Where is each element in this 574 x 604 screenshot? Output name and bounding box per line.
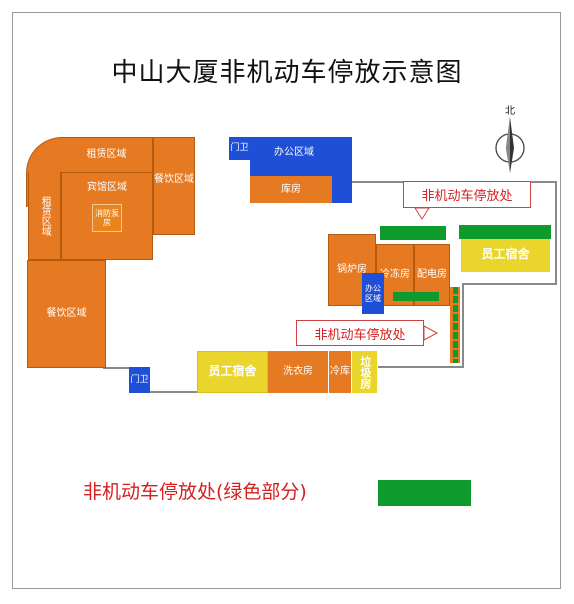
north-compass: 北	[490, 103, 530, 175]
wall-right-upper	[555, 181, 557, 285]
map-frame	[12, 12, 561, 589]
parking-callout-top: 非机动车停放处	[403, 181, 531, 208]
rental-area-left: 租赁区域	[28, 172, 61, 260]
hotel-area-label: 宾馆区域	[87, 182, 127, 193]
wall-bottom-left	[150, 391, 200, 393]
wall-left-stub	[103, 367, 133, 369]
map-title: 中山大厦非机动车停放示意图	[111, 58, 463, 88]
wall-right-shelf	[462, 283, 557, 285]
legend-label: 非机动车停放处(绿色部分)	[83, 481, 307, 503]
wall-bottom-right	[378, 366, 464, 368]
garbage-room: 垃圾房	[352, 351, 377, 393]
staff-dorm-right: 员工宿舍	[461, 238, 550, 272]
cold-storage: 冷库	[329, 351, 351, 393]
legend-green-swatch	[378, 480, 471, 506]
laundry-room: 洗衣房	[268, 351, 328, 393]
parking-callout-middle: 非机动车停放处	[296, 320, 424, 346]
wall-right-lower	[462, 283, 464, 367]
dining-area-left: 餐饮区域	[27, 260, 106, 368]
warehouse: 库房	[250, 176, 332, 203]
callout-top-arrow-icon	[414, 207, 430, 220]
office-area-small: 办公区域	[362, 273, 384, 314]
staff-dorm-bottom: 员工宿舍	[197, 351, 268, 393]
dining-area-top: 餐饮区域	[153, 137, 195, 235]
gate-top: 门卫	[229, 137, 250, 160]
north-arrow-icon: 北	[495, 105, 525, 173]
hotel-area: 宾馆区域	[61, 172, 153, 260]
bike-parking-zone-3	[393, 292, 439, 301]
bike-parking-zone-1	[380, 226, 446, 240]
bike-parking-zone-4	[450, 287, 460, 363]
bike-parking-zone-2	[459, 225, 551, 239]
compass-north-label: 北	[505, 105, 515, 117]
callout-middle-arrow-icon	[423, 325, 439, 341]
fire-pump-room: 消防泵房	[92, 204, 122, 232]
gate-bottom: 门卫	[129, 367, 150, 393]
